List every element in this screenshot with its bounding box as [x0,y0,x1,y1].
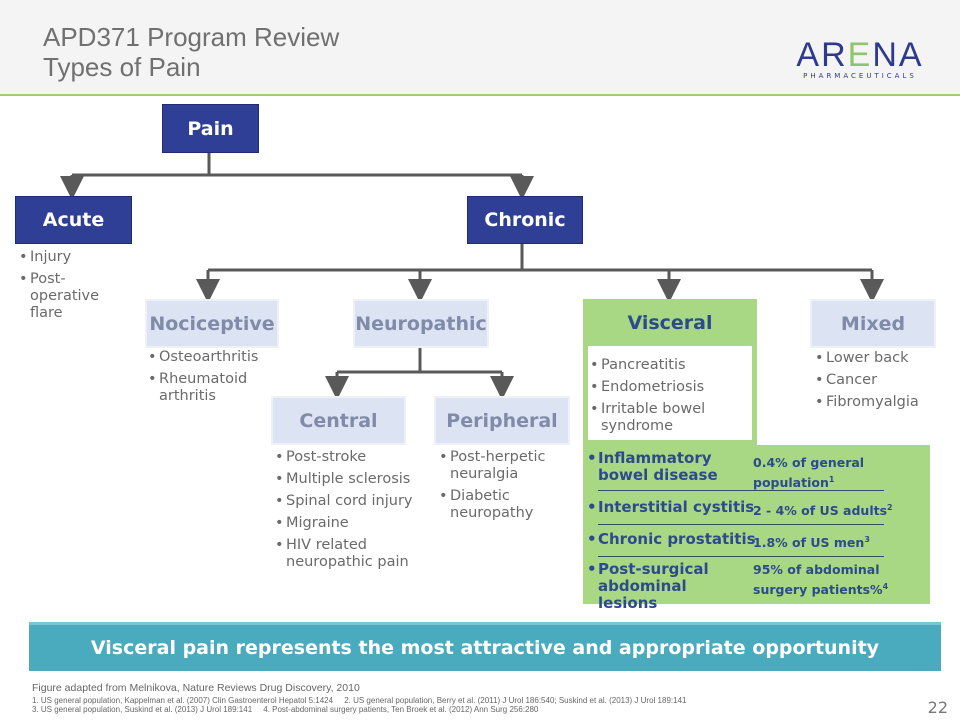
condition-name: Chronic prostatitis [587,531,756,549]
node-visceral: Visceral [627,311,713,334]
footer-references: Figure adapted from Melnikova, Nature Re… [32,682,686,714]
reference-line: 3. US general population, Suskind et al.… [32,705,539,714]
list-item: Injury [19,249,130,266]
header: APD371 Program Review Types of Pain AREN… [0,0,960,96]
list-item: Irritable bowel syndrome [590,401,766,435]
list-item: Pancreatitis [590,357,766,374]
prevalence: 2 - 4% of US adults2 [753,503,893,519]
arena-logo: ARENA PHARMACEUTICALS [796,36,924,80]
node-chronic: Chronic [467,196,583,244]
node-peripheral: Peripheral [434,396,570,445]
list-item: Cancer [815,372,946,389]
prevalence: 95% of abdominal surgery patients%4 [753,562,889,598]
list-item: Spinal cord injury [275,493,426,510]
list-item: Osteoarthritis [148,349,289,366]
node-pain: Pain [162,104,259,153]
list-item: Migraine [275,515,426,532]
list-item: Fibromyalgia [815,394,946,411]
prevalence: 1.8% of US men3 [753,535,870,551]
list-item: HIV related neuropathic pain [275,537,426,571]
list-item: Post-herpetic neuralgia [439,449,570,483]
visceral-prevalence-table: Inflammatory bowel disease 0.4% of gener… [583,445,930,612]
node-mixed: Mixed [810,299,936,348]
node-neuropathic: Neuropathic [353,299,489,348]
prevalence: 0.4% of general population1 [753,455,865,491]
conclusion-banner: Visceral pain represents the most attrac… [29,622,941,671]
peripheral-list: Post-herpetic neuralgia Diabetic neuropa… [436,449,570,527]
node-central: Central [271,396,406,445]
list-item: Rheumatoid arthritis [148,371,289,405]
visceral-list: Pancreatitis Endometriosis Irritable bow… [587,357,766,440]
list-item: Endometriosis [590,379,766,396]
list-item: Post-operative flare [19,271,110,322]
page-number: 22 [927,698,948,717]
list-item: Post-stroke [275,449,426,466]
list-item: Lower back [815,350,946,367]
list-item: Multiple sclerosis [275,471,426,488]
slide-title: APD371 Program Review Types of Pain [43,22,339,82]
list-item: Diabetic neuropathy [439,488,570,522]
nociceptive-list: Osteoarthritis Rheumatoid arthritis [145,349,289,410]
condition-name: Inflammatory bowel disease [587,450,728,484]
title-line-1: APD371 Program Review [43,22,340,52]
condition-name: Interstitial cystitis [587,499,754,517]
node-acute: Acute [15,196,132,244]
mixed-list: Lower back Cancer Fibromyalgia [812,350,946,416]
condition-name: Post-surgical abdominal lesions [587,561,748,612]
title-line-2: Types of Pain [43,52,201,82]
central-list: Post-stroke Multiple sclerosis Spinal co… [272,449,426,576]
reference-line: 1. US general population, Kappelman et a… [32,696,687,705]
acute-list: Injury Post-operative flare [16,249,130,327]
node-nociceptive: Nociceptive [145,299,279,348]
figure-source: Figure adapted from Melnikova, Nature Re… [32,682,360,694]
